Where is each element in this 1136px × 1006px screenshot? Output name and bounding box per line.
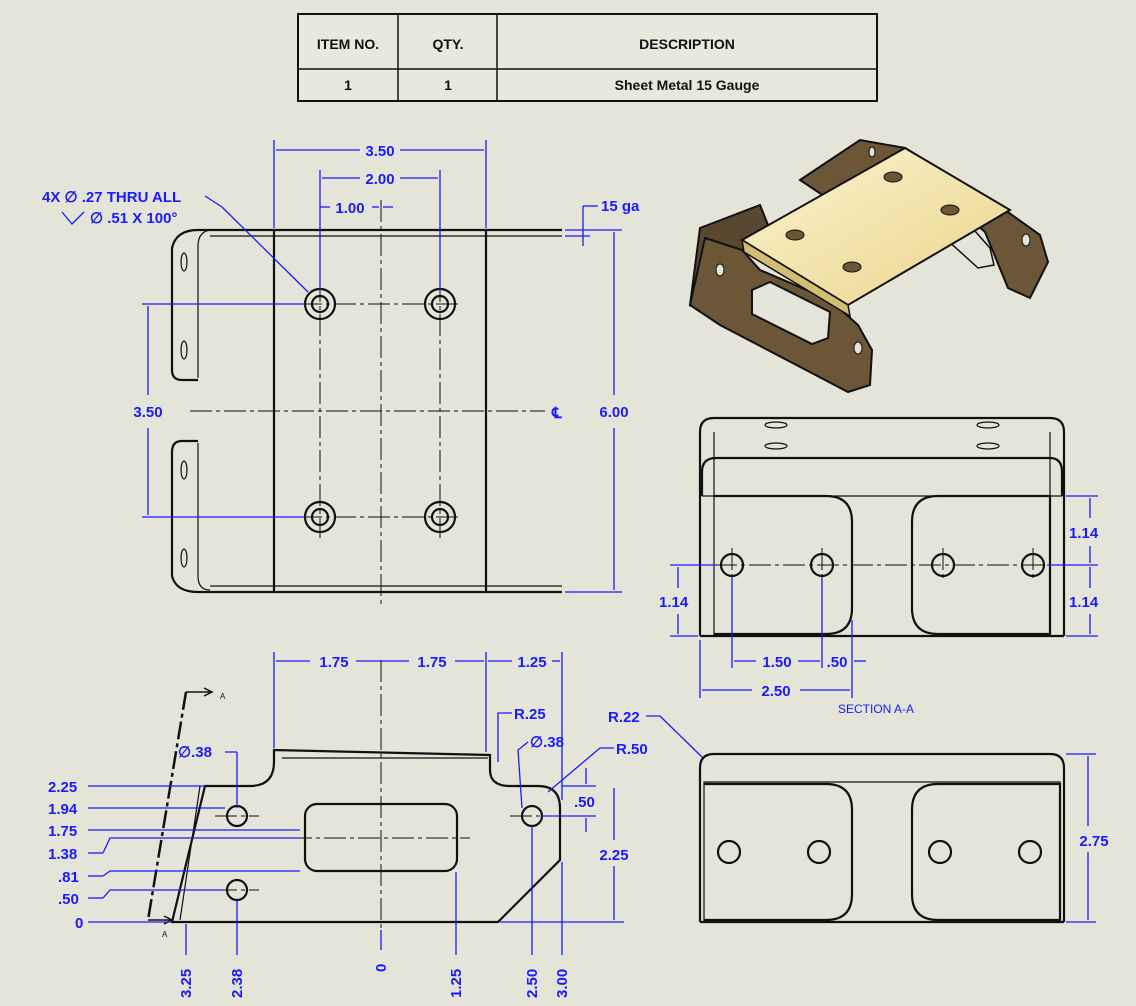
bom-header-description: DESCRIPTION bbox=[639, 36, 735, 52]
front-height-label: 2.75 bbox=[1079, 833, 1108, 850]
flat-radius-label-r25: R.25 bbox=[514, 706, 546, 723]
front-radius-label: R.22 bbox=[608, 709, 640, 726]
section-view: 1.14 1.14 1.14 1.50 .50 2.50 SECTION A-A bbox=[659, 416, 1099, 716]
dim-hole-spacing-200: 2.00 bbox=[365, 171, 394, 188]
flat-ordinate-left-5: .50 bbox=[58, 891, 79, 908]
flat-ordinate-left-1: 1.94 bbox=[48, 801, 78, 818]
dim-hole-offset-100: 1.00 bbox=[335, 200, 364, 217]
bom-table: ITEM NO. QTY. DESCRIPTION 1 1 Sheet Meta… bbox=[297, 13, 878, 102]
flat-view: A A 1.75 1.75 1.25 R.25 R.50 ∅.38 ∅.38 bbox=[48, 652, 648, 998]
bom-cell-qty: 1 bbox=[444, 77, 452, 93]
section-label: SECTION A-A bbox=[838, 702, 914, 716]
bom-cell-item: 1 bbox=[344, 77, 352, 93]
section-dim-1-14-left: 1.14 bbox=[659, 594, 689, 611]
bom-cell-description: Sheet Metal 15 Gauge bbox=[615, 77, 760, 93]
flat-ordinate-bottom-2: 0 bbox=[373, 964, 390, 972]
dim-width-350: 3.50 bbox=[365, 143, 394, 160]
section-dim-1-14-lower: 1.14 bbox=[1069, 594, 1099, 611]
dim-length-600: 6.00 bbox=[599, 404, 628, 421]
centerline-symbol: ℄ bbox=[551, 405, 562, 422]
bom-header-item: ITEM NO. bbox=[317, 36, 379, 52]
flat-ordinate-left-0: 2.25 bbox=[48, 779, 77, 796]
section-dim-1-50: 1.50 bbox=[762, 654, 791, 671]
flat-ordinate-bottom-1: 2.38 bbox=[229, 969, 246, 998]
flat-hole-label-left: ∅.38 bbox=[178, 744, 212, 761]
hole-note-line2: ∅ .51 X 100° bbox=[90, 210, 177, 227]
dim-hole-pitch-350: 3.50 bbox=[133, 404, 162, 421]
flat-ordinate-left-4: .81 bbox=[58, 869, 79, 886]
bom-header-qty: QTY. bbox=[432, 36, 463, 52]
flat-ordinate-bottom-0: 3.25 bbox=[178, 969, 195, 998]
flat-dim-right-0: .50 bbox=[574, 794, 595, 811]
flat-ordinate-left-2: 1.75 bbox=[48, 823, 77, 840]
section-dim-2-50: 2.50 bbox=[761, 683, 790, 700]
dim-gauge: 15 ga bbox=[601, 198, 640, 215]
flat-ordinate-bottom-3: 1.25 bbox=[448, 969, 465, 998]
flat-ordinate-left-3: 1.38 bbox=[48, 846, 77, 863]
flat-ordinate-bottom-4: 2.50 bbox=[524, 969, 541, 998]
flat-radius-label-r50: R.50 bbox=[616, 741, 648, 758]
section-dim-1-14-upper: 1.14 bbox=[1069, 525, 1099, 542]
section-marker-top: A bbox=[220, 692, 226, 701]
top-view: 3.50 2.00 1.00 3.50 6.00 15 ga ℄ 4X ∅ .2… bbox=[42, 140, 640, 608]
flat-dim-right-1: 2.25 bbox=[599, 847, 628, 864]
countersunk-hole bbox=[423, 500, 457, 534]
flat-dim-top-0: 1.75 bbox=[319, 654, 348, 671]
flat-ordinate-bottom-5: 3.00 bbox=[554, 969, 571, 998]
flat-dim-top-2: 1.25 bbox=[517, 654, 546, 671]
front-view: R.22 2.75 bbox=[608, 709, 1109, 924]
hole-note-line1: 4X ∅ .27 THRU ALL bbox=[42, 189, 181, 206]
flat-ordinate-left-6: 0 bbox=[75, 915, 83, 932]
section-marker-bottom: A bbox=[162, 930, 168, 939]
isometric-view bbox=[688, 138, 1050, 394]
flat-dim-top-1: 1.75 bbox=[417, 654, 446, 671]
flat-hole-label-right: ∅.38 bbox=[530, 734, 564, 751]
section-dim-0-50: .50 bbox=[827, 654, 848, 671]
